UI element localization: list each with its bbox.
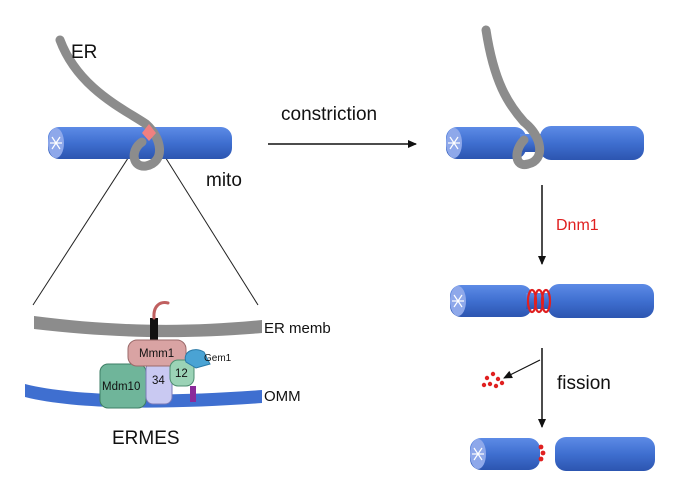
mito-end-star-icon <box>448 136 460 150</box>
mitochondrion-right-half <box>548 284 654 318</box>
er-label: ER <box>71 42 97 63</box>
er-tubule <box>55 35 164 171</box>
right-divided-mito <box>470 437 655 471</box>
mmm1-protein <box>127 339 187 367</box>
omm-label: OMM <box>264 388 301 405</box>
zoom-line-right <box>161 151 259 306</box>
fission-label: fission <box>557 373 611 394</box>
right-constricted-mito <box>446 25 644 169</box>
left-mito-contact: ER mito <box>32 35 259 306</box>
mito-label: mito <box>206 170 242 191</box>
mitochondrion-constricted-right <box>540 126 644 160</box>
mdm12-protein <box>169 359 195 387</box>
zoom-line-left <box>32 151 133 306</box>
released-dnm1-dots <box>481 371 505 389</box>
constriction-label: constriction <box>281 104 377 125</box>
mitochondrion-fragment-right <box>555 437 655 471</box>
dnm1-ring <box>526 288 552 314</box>
mdm10-label: Mdm10 <box>102 381 140 393</box>
mito-end-star-icon <box>452 294 464 308</box>
contact-site <box>142 124 156 141</box>
mitochondrion-constricted-left <box>446 127 526 159</box>
dnm1-step: Dnm1 <box>538 185 599 265</box>
purple-anchor <box>190 386 196 402</box>
er-membrane <box>34 316 262 338</box>
mmm1-transmembrane-anchor <box>150 318 158 342</box>
right-dnm1-mito <box>450 284 654 318</box>
constriction-step: constriction <box>268 104 417 148</box>
mmm1-tail <box>152 301 170 320</box>
er-memb-label: ER memb <box>264 320 331 337</box>
mitochondrion-neck <box>526 293 554 309</box>
ermes-label: ERMES <box>112 428 180 449</box>
mito-end-star-icon <box>472 447 484 461</box>
disassembly-arrow <box>503 359 541 379</box>
er-tubule <box>481 25 545 169</box>
mmm1-label: Mmm1 <box>139 348 174 360</box>
gem1-protein <box>184 349 211 369</box>
mitochondrion-fragment-left <box>470 438 540 470</box>
fission-step: fission <box>481 348 611 428</box>
mitochondrion-left-half <box>450 285 532 317</box>
mito-end-star-icon <box>50 136 62 150</box>
mdm34-label: 34 <box>152 375 165 387</box>
gem1-label: Gem1 <box>204 353 232 364</box>
dnm1-label: Dnm1 <box>556 217 599 234</box>
mdm12-label: 12 <box>175 368 188 380</box>
residual-dnm1 <box>538 444 546 462</box>
ermes-zoom: Mmm1 Mdm10 34 12 Gem1 ER memb OMM ERMES <box>25 301 331 449</box>
